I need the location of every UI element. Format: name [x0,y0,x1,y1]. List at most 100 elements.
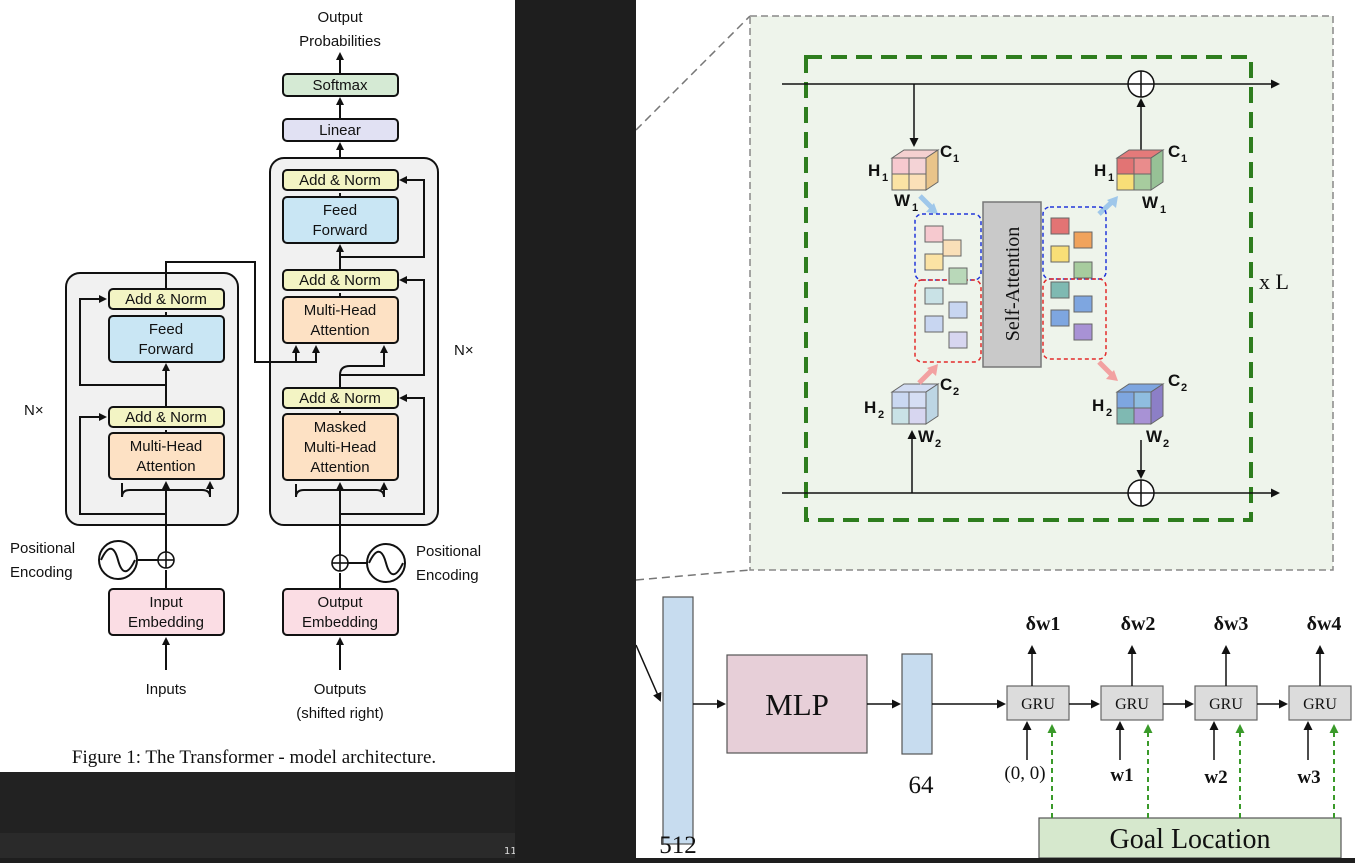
gru-2-label: GRU [1115,696,1149,713]
h1-right: H [1094,161,1106,180]
left-token-cubes [924,225,968,349]
gru-cell-3: GRU [1194,685,1258,721]
gru-1-label: GRU [1021,696,1055,713]
dim-512-label: 512 [659,832,697,858]
decoder-ff-line1: Feed [323,202,357,219]
encoder-ff-line1: Feed [149,321,183,338]
h2-left: H [864,398,876,417]
h2-w2-c2-cube-left [890,383,940,425]
delta-w2-label: δw2 [1121,613,1156,635]
input-w3-label: w3 [1297,767,1320,788]
c1-right: C [1168,142,1180,161]
red-group-left [914,279,982,363]
w2-right-sub: 2 [1163,438,1169,450]
gru-4-label: GRU [1303,696,1337,713]
decoder-ff-line2: Forward [312,222,367,239]
softmax-label: Softmax [312,77,368,94]
transformer-diagram: Output Probabilities Softmax Linear Add … [10,9,481,768]
times-l-label: x L [1259,269,1289,294]
encoder-mha-line1: Multi-Head [130,438,203,455]
inputs-label: Inputs [146,681,187,698]
linear-box [282,118,399,142]
w2-left-sub: 2 [935,438,941,450]
page-number: 11 [504,846,517,857]
encoder-pos-enc-line2: Encoding [10,564,73,581]
encoder-pos-enc-line1: Positional [10,540,75,557]
decoder-mha-line2: Attention [310,322,369,339]
goal-location-label: Goal Location [1110,824,1271,855]
h2-w2-c2-cube-right [1115,383,1165,425]
c2-right-sub: 2 [1181,382,1187,394]
blue-group-right [1042,206,1107,280]
decoder-add-norm-3 [282,169,399,191]
output-probabilities-line2: Probabilities [299,33,381,50]
encoder-add-norm-2-label: Add & Norm [125,291,207,308]
encoder-nx-label: N× [24,402,44,419]
outputs-line1: Outputs [314,681,367,698]
softmax-box [282,73,399,97]
red-group-right [1042,278,1107,360]
dim-64-label: 64 [909,772,935,799]
input-0-label: (0, 0) [1004,763,1045,784]
self-attention-box [982,201,1042,368]
delta-w4-label: δw4 [1307,613,1342,635]
h2-right-sub: 2 [1106,407,1112,419]
feature-64-bar [901,653,933,755]
c2-left: C [940,375,952,394]
c1-right-sub: 1 [1181,153,1187,165]
encoder-ff-line2: Forward [138,341,193,358]
viewer-status-bar [0,833,515,858]
h1-w1-c1-cube-right [1115,149,1165,191]
h2-right: H [1092,396,1104,415]
encoder-add-norm-1-label: Add & Norm [125,409,207,426]
decoder-add-norm-2-label: Add & Norm [299,272,381,289]
mlp-label: MLP [765,687,829,722]
trajectory-model-panel: H 1 C 1 W 1 H 1 C 1 W 1 H 2 C 2 W 2 H 2 … [635,0,1355,859]
decoder-mha-line1: Multi-Head [304,302,377,319]
delta-w3-label: δw3 [1214,613,1249,635]
decoder-nx-label: N× [454,342,474,359]
w1-right-sub: 1 [1160,204,1166,216]
gru-cell-2: GRU [1100,685,1164,721]
repeat-block-border [804,55,1253,522]
masked-mha-line1: Masked [314,419,367,436]
w2-left: W [918,427,935,446]
encoder-mha-line2: Attention [136,458,195,475]
delta-w1-label: δw1 [1026,613,1061,635]
masked-mha-line2: Multi-Head [304,439,377,456]
outputs-line2: (shifted right) [296,705,384,722]
gru-cell-1: GRU [1006,685,1070,721]
input-w2-label: w2 [1204,767,1227,788]
h2-left-sub: 2 [878,409,884,421]
c2-right: C [1168,371,1180,390]
linear-label: Linear [319,122,361,139]
self-attention-label: Self-Attention [1002,227,1024,341]
w2-right: W [1146,427,1163,446]
w1-left: W [894,191,911,210]
c2-left-sub: 2 [953,386,959,398]
output-probabilities-line1: Output [317,9,363,26]
input-w1-label: w1 [1110,765,1133,786]
decoder-add-norm-3-label: Add & Norm [299,172,381,189]
trajectory-diagram: H 1 C 1 W 1 H 1 C 1 W 1 H 2 C 2 W 2 H 2 … [635,15,1352,859]
window-gap [515,0,636,858]
h1-left: H [868,161,880,180]
output-embedding-line2: Embedding [302,614,378,631]
decoder-pos-enc-line1: Positional [416,543,481,560]
gru-3-label: GRU [1209,696,1243,713]
c1-left-sub: 1 [953,153,959,165]
gru-cell-4: GRU [1288,685,1352,721]
h1-w1-c1-cube-left [890,149,940,191]
output-embedding-line1: Output [317,594,363,611]
decoder-pos-enc-line2: Encoding [416,567,479,584]
w1-right: W [1142,193,1159,212]
viewer-dark-area [0,772,515,833]
figure-caption: Figure 1: The Transformer - model archit… [72,747,436,768]
transformer-figure-panel: Output Probabilities Softmax Linear Add … [0,0,515,772]
input-embedding-line2: Embedding [128,614,204,631]
masked-mha-line3: Attention [310,459,369,476]
input-embedding-line1: Input [149,594,183,611]
h1-left-sub: 1 [882,172,888,184]
w1-left-sub: 1 [912,202,918,214]
goal-location-box [1038,817,1342,859]
